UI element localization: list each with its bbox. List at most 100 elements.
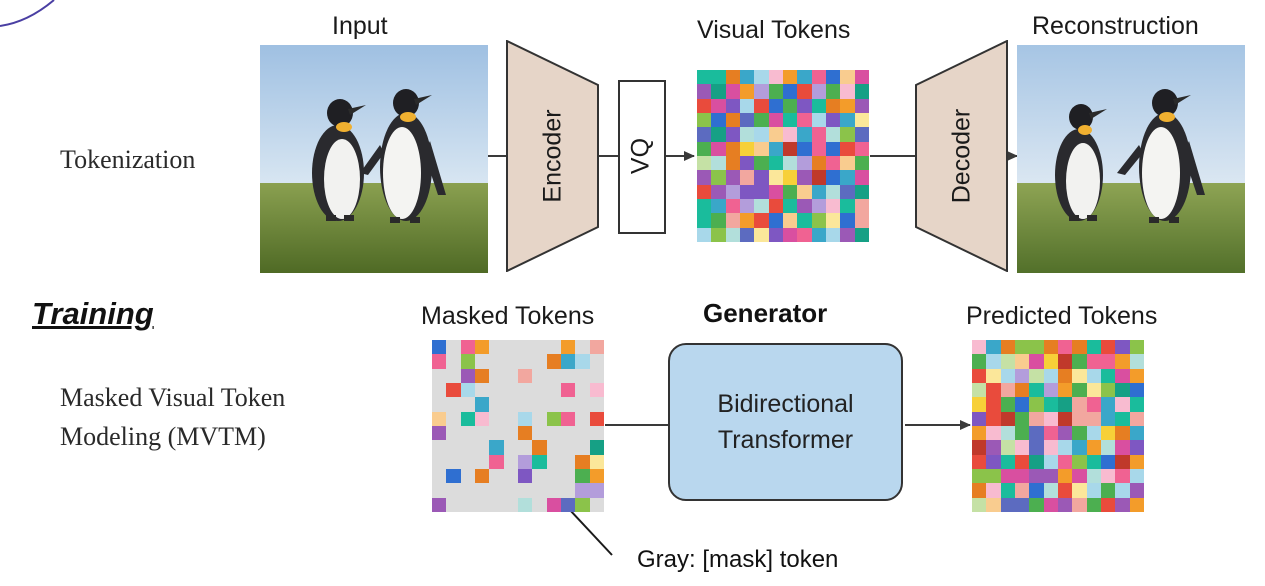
token-cell	[432, 411, 447, 426]
token-cell	[575, 454, 590, 469]
token-cell	[446, 340, 461, 355]
token-cell	[1100, 440, 1116, 455]
token-cell	[503, 368, 518, 383]
token-cell	[517, 340, 533, 355]
token-cell	[1029, 454, 1044, 469]
token-cell	[1014, 340, 1030, 355]
token-cell	[1000, 497, 1015, 512]
token-cell	[697, 155, 712, 171]
token-cell	[854, 155, 869, 171]
token-cell	[840, 170, 855, 185]
token-cell	[782, 98, 798, 113]
token-cell	[1072, 340, 1087, 355]
token-cell	[1100, 454, 1116, 469]
token-cell	[797, 170, 812, 185]
token-cell	[986, 340, 1001, 355]
token-cell	[489, 454, 504, 469]
token-cell	[840, 141, 855, 156]
token-cell	[1043, 454, 1058, 469]
token-cell	[1100, 340, 1116, 355]
token-cell	[1029, 425, 1044, 441]
token-cell	[711, 141, 726, 156]
token-cell	[797, 198, 812, 214]
token-cell	[1043, 397, 1058, 412]
token-cell	[589, 425, 604, 441]
token-cell	[711, 98, 726, 113]
token-cell	[474, 483, 490, 498]
token-cell	[825, 70, 841, 85]
token-cell	[754, 184, 769, 199]
token-cell	[474, 425, 490, 441]
token-cell	[1014, 468, 1030, 484]
token-cell	[489, 483, 504, 498]
token-cell	[972, 354, 987, 369]
token-cell	[589, 497, 604, 512]
token-cell	[1000, 454, 1015, 469]
penguins-photo	[260, 45, 488, 273]
token-cell	[1029, 382, 1044, 398]
token-cell	[575, 411, 590, 426]
token-cell	[972, 497, 987, 512]
token-cell	[474, 382, 490, 398]
token-cell	[1043, 411, 1058, 426]
token-cell	[797, 127, 812, 142]
masked-tokens-label: Masked Tokens	[421, 302, 595, 330]
token-cell	[575, 354, 590, 369]
token-cell	[1057, 483, 1073, 498]
token-cell	[489, 440, 504, 455]
token-cell	[489, 354, 504, 369]
token-cell	[589, 483, 604, 498]
token-cell	[768, 127, 783, 142]
token-cell	[986, 397, 1001, 412]
token-cell	[1014, 440, 1030, 455]
token-cell	[986, 454, 1001, 469]
token-cell	[1000, 483, 1015, 498]
input-label: Input	[332, 12, 388, 40]
token-cell	[489, 497, 504, 512]
token-cell	[840, 227, 855, 242]
token-cell	[1057, 382, 1073, 398]
token-cell	[1043, 382, 1058, 398]
token-cell	[432, 425, 447, 441]
token-cell	[503, 340, 518, 355]
token-cell	[972, 454, 987, 469]
token-cell	[1086, 483, 1101, 498]
vq-block	[618, 80, 666, 234]
token-cell	[797, 84, 812, 99]
token-cell	[782, 227, 798, 242]
token-cell	[797, 70, 812, 85]
predicted-tokens-label: Predicted Tokens	[966, 302, 1158, 330]
token-cell	[460, 411, 475, 426]
token-cell	[1115, 497, 1130, 512]
token-cell	[1115, 483, 1130, 498]
token-cell	[840, 112, 855, 128]
token-cell	[517, 468, 533, 484]
token-cell	[840, 127, 855, 142]
token-cell	[972, 440, 987, 455]
token-cell	[697, 184, 712, 199]
token-cell	[1029, 368, 1044, 383]
token-cell	[560, 397, 576, 412]
token-cell	[546, 440, 561, 455]
token-cell	[811, 141, 826, 156]
token-cell	[575, 483, 590, 498]
token-cell	[797, 112, 812, 128]
token-cell	[474, 368, 490, 383]
token-cell	[560, 483, 576, 498]
token-cell	[986, 468, 1001, 484]
token-cell	[1029, 411, 1044, 426]
token-cell	[711, 84, 726, 99]
token-cell	[546, 368, 561, 383]
token-cell	[1014, 382, 1030, 398]
token-cell	[460, 382, 475, 398]
token-cell	[782, 84, 798, 99]
token-cell	[711, 227, 726, 242]
token-cell	[460, 368, 475, 383]
token-cell	[1115, 454, 1130, 469]
token-cell	[811, 184, 826, 199]
token-cell	[1100, 468, 1116, 484]
token-cell	[825, 141, 841, 156]
token-cell	[725, 170, 740, 185]
token-cell	[782, 127, 798, 142]
token-cell	[711, 70, 726, 85]
